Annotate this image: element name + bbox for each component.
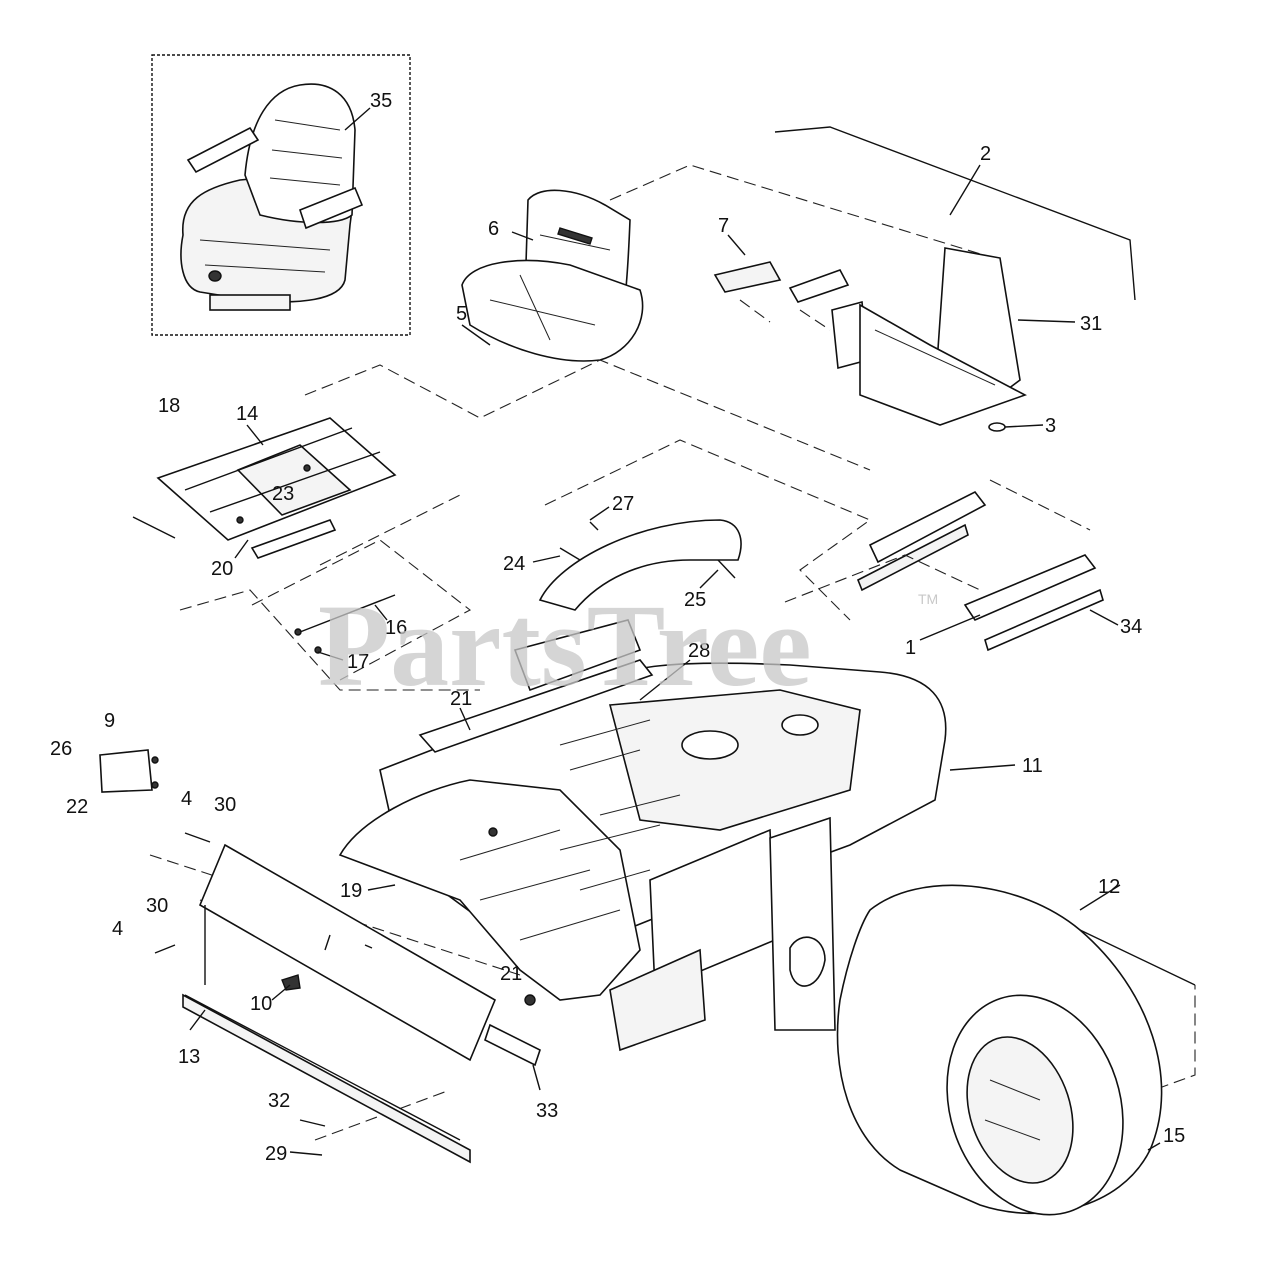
- callout-26: 26: [50, 738, 72, 760]
- callout-15: 15: [1163, 1125, 1185, 1147]
- floor-plate: [251, 539, 472, 681]
- callout-21-lower: 21: [500, 963, 522, 985]
- callout-13: 13: [178, 1046, 200, 1068]
- callout-9: 9: [104, 710, 115, 732]
- callout-30-upper: 30: [214, 794, 236, 816]
- callout-28: 28: [688, 640, 710, 662]
- callout-35: 35: [370, 90, 392, 112]
- leader-lines: [154, 107, 1161, 1156]
- callout-5: 5: [456, 303, 467, 325]
- callout-1: 1: [905, 637, 916, 659]
- fender-panel: [609, 126, 1136, 301]
- rod-assembly: [538, 519, 742, 611]
- arm-pads: [713, 261, 869, 370]
- callout-33: 33: [536, 1100, 558, 1122]
- callout-18: 18: [158, 395, 180, 417]
- callout-17: 17: [347, 651, 369, 673]
- callout-10: 10: [250, 993, 272, 1015]
- callout-4-lower: 4: [112, 918, 123, 940]
- callout-27: 27: [612, 493, 634, 515]
- callout-6: 6: [488, 218, 499, 240]
- callout-7: 7: [718, 215, 729, 237]
- callout-14: 14: [236, 403, 258, 425]
- seat-pan-bracket: [859, 247, 1027, 426]
- callout-31: 31: [1080, 313, 1102, 335]
- callout-12: 12: [1098, 876, 1120, 898]
- main-frame: [338, 619, 947, 1052]
- front-plate: [182, 843, 497, 1164]
- callout-20: 20: [211, 558, 233, 580]
- callout-2: 2: [980, 143, 991, 165]
- callout-21-upper: 21: [450, 688, 472, 710]
- bolt-18: [132, 516, 176, 539]
- callout-24: 24: [503, 553, 525, 575]
- callout-30-lower: 30: [146, 895, 168, 917]
- seat-cushion: [461, 259, 644, 362]
- callout-32: 32: [268, 1090, 290, 1112]
- callout-4-upper: 4: [181, 788, 192, 810]
- callout-22: 22: [66, 796, 88, 818]
- callout-3: 3: [1045, 415, 1056, 437]
- rear-wheel: [836, 884, 1196, 1216]
- callout-25: 25: [684, 589, 706, 611]
- seat-inset-box: [151, 54, 411, 336]
- callout-19: 19: [340, 880, 362, 902]
- callout-23: 23: [272, 483, 294, 505]
- callout-29: 29: [265, 1143, 287, 1165]
- callout-labels: 2 3 35 6 7 31 5 18 14 23 20 27 24 25 16 …: [50, 90, 1185, 1165]
- callout-34: 34: [1120, 616, 1142, 638]
- tube: [484, 1023, 541, 1067]
- bumper-pad: [988, 422, 1006, 432]
- side-bars: [856, 490, 1104, 652]
- bracket-hardware: [99, 749, 159, 793]
- seat-mount-plate: [156, 417, 397, 559]
- callout-16: 16: [385, 617, 407, 639]
- callout-11: 11: [1022, 755, 1043, 777]
